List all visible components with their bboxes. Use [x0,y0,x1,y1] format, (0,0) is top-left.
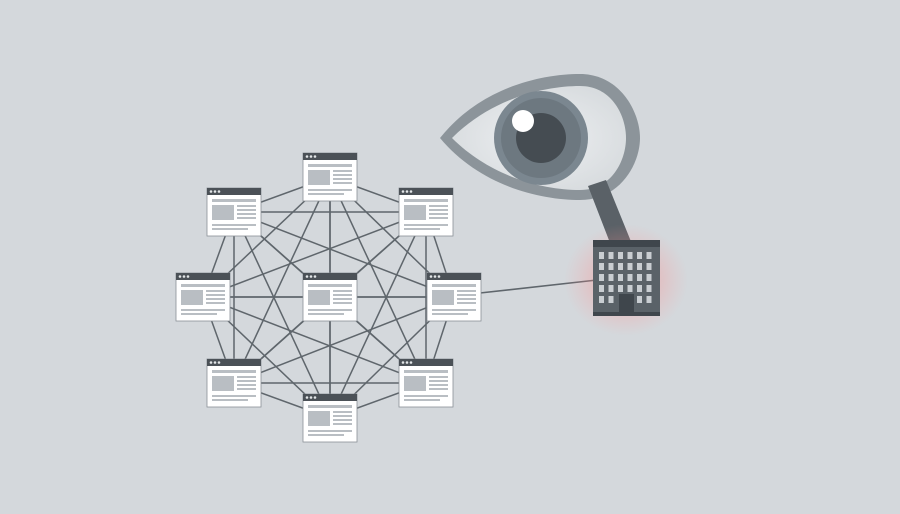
building-window [608,296,614,303]
building-window [618,252,623,259]
building-window [646,252,652,259]
building-window [637,263,642,270]
building-window [637,274,642,281]
building-window [618,285,623,292]
building-window [646,296,652,303]
building-window [608,252,614,259]
building-window [646,263,652,270]
building-window [627,252,633,259]
building-window [627,263,633,270]
office-building-icon [564,224,688,336]
browser-window-icon [302,272,358,322]
building-window [599,252,604,259]
building-window [637,285,642,292]
building-window [637,252,642,259]
building-window [637,296,642,303]
link-upper-right-left [202,211,427,298]
browser-window-icon [206,358,262,408]
building-window [599,274,604,281]
link-right-upper-left [233,211,455,298]
building-window [618,263,623,270]
link-right-lower-left [233,296,455,384]
building-window [627,285,633,292]
building-window [599,296,604,303]
browser-window-icon [206,187,262,237]
building-window [599,263,604,270]
browser-window-icon [426,272,482,322]
building-window [618,274,623,281]
browser-window-icon [398,358,454,408]
link-bottom-upper-left [233,211,331,419]
link-lower-right-left [202,296,427,384]
building-window [627,274,633,281]
browser-window-icon [175,272,231,322]
building-window [608,274,614,281]
browser-window-icon [302,152,358,202]
building-window [646,274,652,281]
building-window [608,285,614,292]
eye-icon [440,74,640,200]
web-page-nodes [175,152,482,443]
browser-window-icon [302,393,358,443]
building-window [599,285,604,292]
browser-window-icon [398,187,454,237]
building-window [608,263,614,270]
building-window [646,285,652,292]
